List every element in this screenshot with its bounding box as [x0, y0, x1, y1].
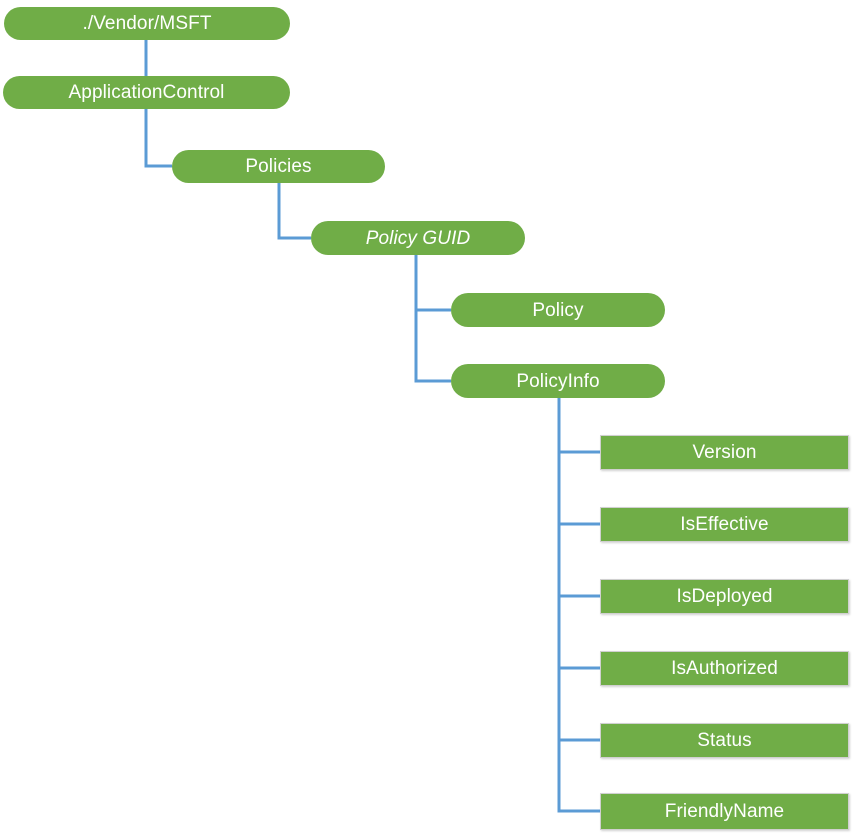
tree-node-label: PolicyInfo [516, 370, 600, 392]
connector-policy-info-to-is-effective [557, 398, 600, 526]
tree-node-policy[interactable]: Policy [451, 293, 665, 327]
connector-policies-to-policy-guid [277, 183, 311, 240]
tree-node-label: Policies [245, 156, 312, 177]
connector-policy-info-to-status [557, 398, 600, 742]
tree-node-application-control[interactable]: ApplicationControl [3, 76, 290, 109]
tree-node-policy-info[interactable]: PolicyInfo [451, 364, 665, 398]
connector-policy-info-to-friendly-name [557, 398, 600, 813]
tree-node-is-effective[interactable]: IsEffective [600, 507, 849, 542]
tree-node-vendor-msft[interactable]: ./Vendor/MSFT [4, 7, 290, 40]
connector-policy-guid-to-policy-info [414, 255, 451, 383]
connector-application-control-to-policies [144, 109, 172, 168]
tree-node-label: FriendlyName [664, 801, 785, 822]
tree-node-label: Status [697, 730, 752, 751]
tree-node-label: ./Vendor/MSFT [82, 13, 212, 34]
tree-node-label: Version [692, 442, 757, 463]
tree-node-label: Policy [532, 299, 584, 321]
connector-policy-info-to-is-deployed [557, 398, 600, 598]
connector-policy-info-to-version [557, 398, 600, 454]
tree-node-policies[interactable]: Policies [172, 150, 385, 183]
tree-node-label: Policy GUID [365, 227, 471, 249]
tree-node-friendly-name[interactable]: FriendlyName [600, 793, 849, 830]
connector-policy-info-to-is-authorized [557, 398, 600, 670]
tree-node-policy-guid[interactable]: Policy GUID [311, 221, 525, 255]
tree-node-label: ApplicationControl [68, 82, 225, 103]
tree-node-version[interactable]: Version [600, 435, 849, 470]
tree-node-label: IsEffective [680, 514, 769, 535]
tree-node-status[interactable]: Status [600, 723, 849, 758]
connector-policy-guid-to-policy [414, 255, 451, 312]
tree-node-label: IsDeployed [676, 586, 773, 607]
tree-node-label: IsAuthorized [671, 658, 778, 679]
tree-node-is-deployed[interactable]: IsDeployed [600, 579, 849, 614]
tree-node-is-authorized[interactable]: IsAuthorized [600, 651, 849, 686]
